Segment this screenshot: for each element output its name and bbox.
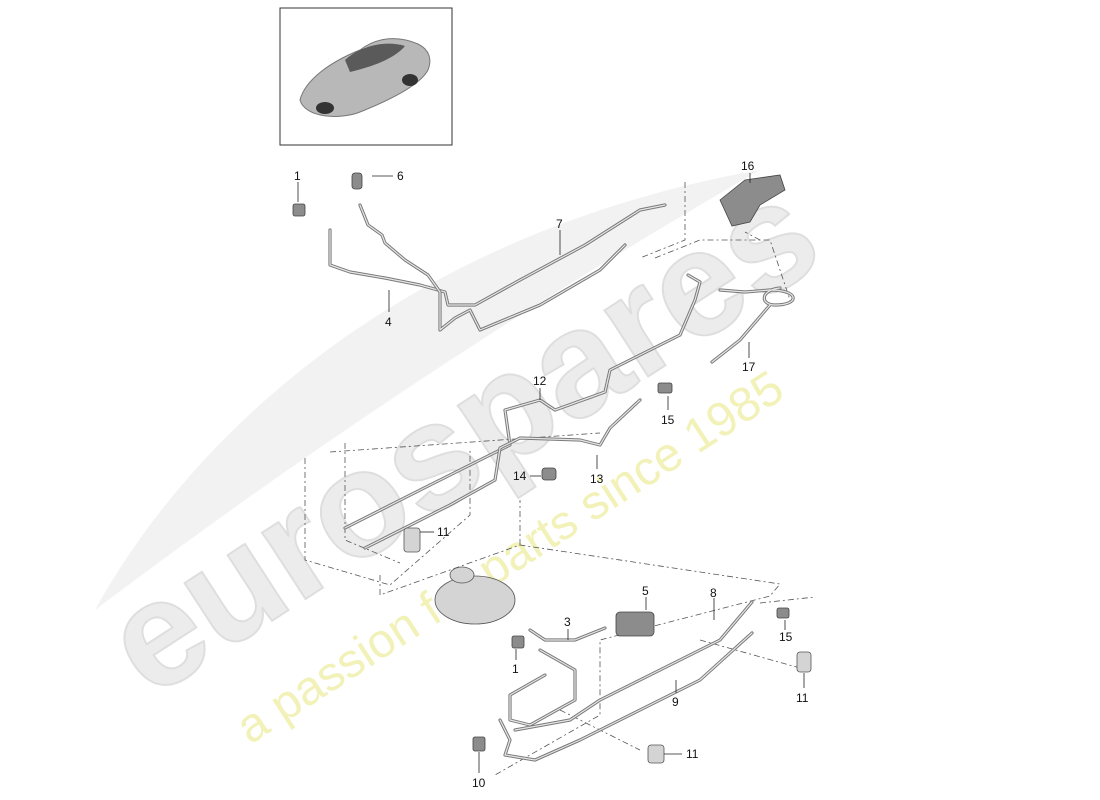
pipe-9: [498, 631, 754, 762]
callout-15-upper: 15: [661, 413, 675, 427]
callout-16: 16: [741, 159, 755, 173]
pipe-12: [343, 273, 702, 530]
car-body: [299, 38, 431, 117]
part-16-actuator: [719, 174, 786, 227]
part-15-connector-lower: [776, 607, 790, 619]
callout-3: 3: [564, 615, 571, 629]
part-1-clip-lower: [511, 635, 525, 649]
callout-9: 9: [672, 695, 679, 709]
callout-17: 17: [742, 360, 756, 374]
callout-7: 7: [556, 217, 563, 231]
leader-lines: [297, 173, 805, 773]
part-11-bracket-middle: [403, 527, 421, 553]
part-reservoir: [434, 566, 516, 625]
vehicle-thumbnail: [279, 7, 453, 146]
pipe-3: [528, 626, 607, 642]
callout-11-middle: 11: [437, 525, 450, 539]
part-15-connector-upper: [657, 382, 673, 394]
callout-4: 4: [385, 315, 392, 329]
dash-outline-lower: [379, 500, 816, 776]
pipe-7: [328, 203, 667, 307]
pipe-17: [710, 286, 795, 364]
callout-15-lower: 15: [779, 630, 793, 644]
part-6-fitting: [351, 172, 363, 190]
part-5-sensor: [615, 611, 655, 637]
callout-11-right: 11: [796, 691, 809, 705]
callout-5: 5: [642, 584, 649, 598]
callout-11-lower: 11: [686, 747, 699, 761]
callout-1-upper: 1: [294, 169, 301, 183]
pipe-13: [363, 398, 642, 550]
car-wheel-rear: [402, 74, 418, 86]
dash-outline-upper: [639, 182, 791, 301]
part-11-bracket-lower: [647, 744, 665, 764]
part-14-clip: [541, 467, 557, 481]
part-10-clip: [472, 736, 486, 752]
part-11-bracket-right: [796, 651, 812, 673]
callout-1-lower: 1: [512, 662, 519, 676]
car-wheel-front: [316, 102, 334, 114]
part-1-clip-upper: [292, 203, 306, 217]
pipe-4: [358, 203, 627, 332]
callout-8: 8: [710, 586, 717, 600]
pipe-8: [508, 600, 754, 732]
callout-13: 13: [590, 472, 604, 486]
car-window: [345, 43, 405, 72]
callout-14: 14: [513, 469, 527, 483]
callout-10: 10: [472, 776, 486, 790]
callout-12: 12: [533, 374, 547, 388]
callout-6: 6: [397, 169, 404, 183]
